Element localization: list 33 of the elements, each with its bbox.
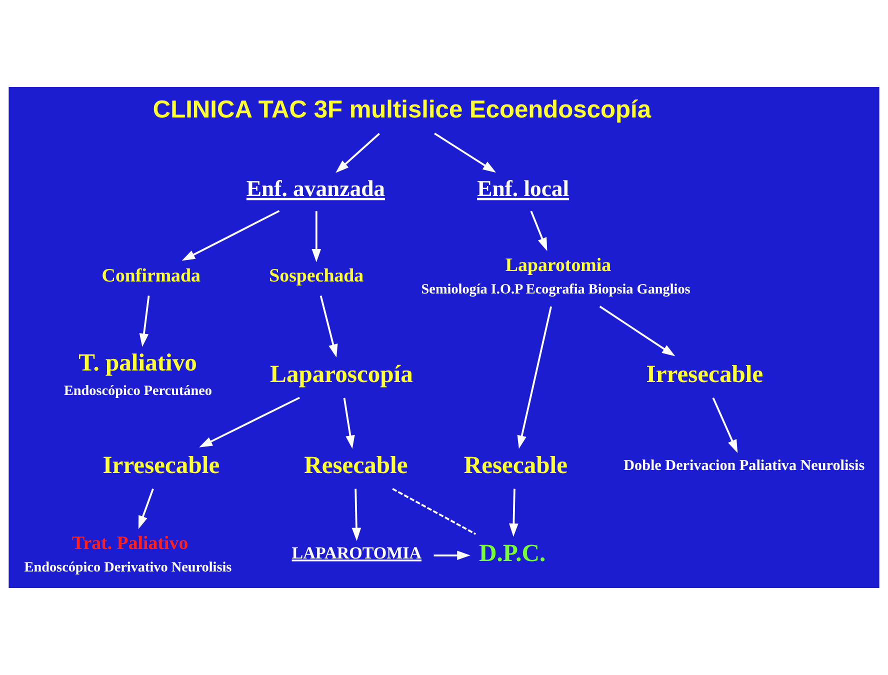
node-text: LAPAROTOMIA	[292, 544, 422, 563]
arrow	[352, 488, 362, 542]
node-text: Enf. local	[477, 176, 570, 201]
arrow	[517, 306, 552, 449]
node-text: Irresecable	[102, 452, 220, 479]
arrow	[530, 210, 548, 252]
node-text: Laparoscopía	[270, 360, 413, 388]
arrow	[199, 396, 300, 448]
arrow	[343, 398, 355, 449]
node-text: CLINICA TAC 3F multislice Ecoendoscopía	[152, 96, 652, 124]
arrow	[138, 488, 154, 530]
node-text: Trat. Paliativo Endoscópico Derivativo Neurolisis	[24, 532, 232, 576]
arrow	[312, 211, 322, 262]
node-text: D.P.C.	[478, 540, 546, 567]
arrow	[509, 488, 518, 537]
node-text: Sospechada	[269, 265, 364, 286]
arrow	[320, 296, 338, 358]
node-text: Confirmada	[102, 265, 200, 286]
arrow	[139, 296, 150, 347]
node-text: T. paliativo Endoscópico Percutáneo	[64, 349, 212, 400]
node-text: Resecable	[464, 452, 568, 479]
arrow	[182, 210, 280, 261]
connector	[392, 488, 476, 535]
node-text: Doble Derivacion Paliativa Neurolisis	[624, 458, 865, 474]
arrow	[599, 306, 676, 356]
node-text: Enf. avanzada	[246, 176, 386, 201]
arrow	[712, 398, 738, 453]
arrow	[336, 132, 380, 173]
node-text: Laparotomia Semiología I.O.P Ecografia Biopsia Ganglios	[421, 254, 690, 298]
node-text: Resecable	[304, 452, 408, 479]
node-text: Irresecable	[646, 360, 764, 388]
arrow	[434, 550, 470, 560]
arrow	[434, 132, 496, 173]
